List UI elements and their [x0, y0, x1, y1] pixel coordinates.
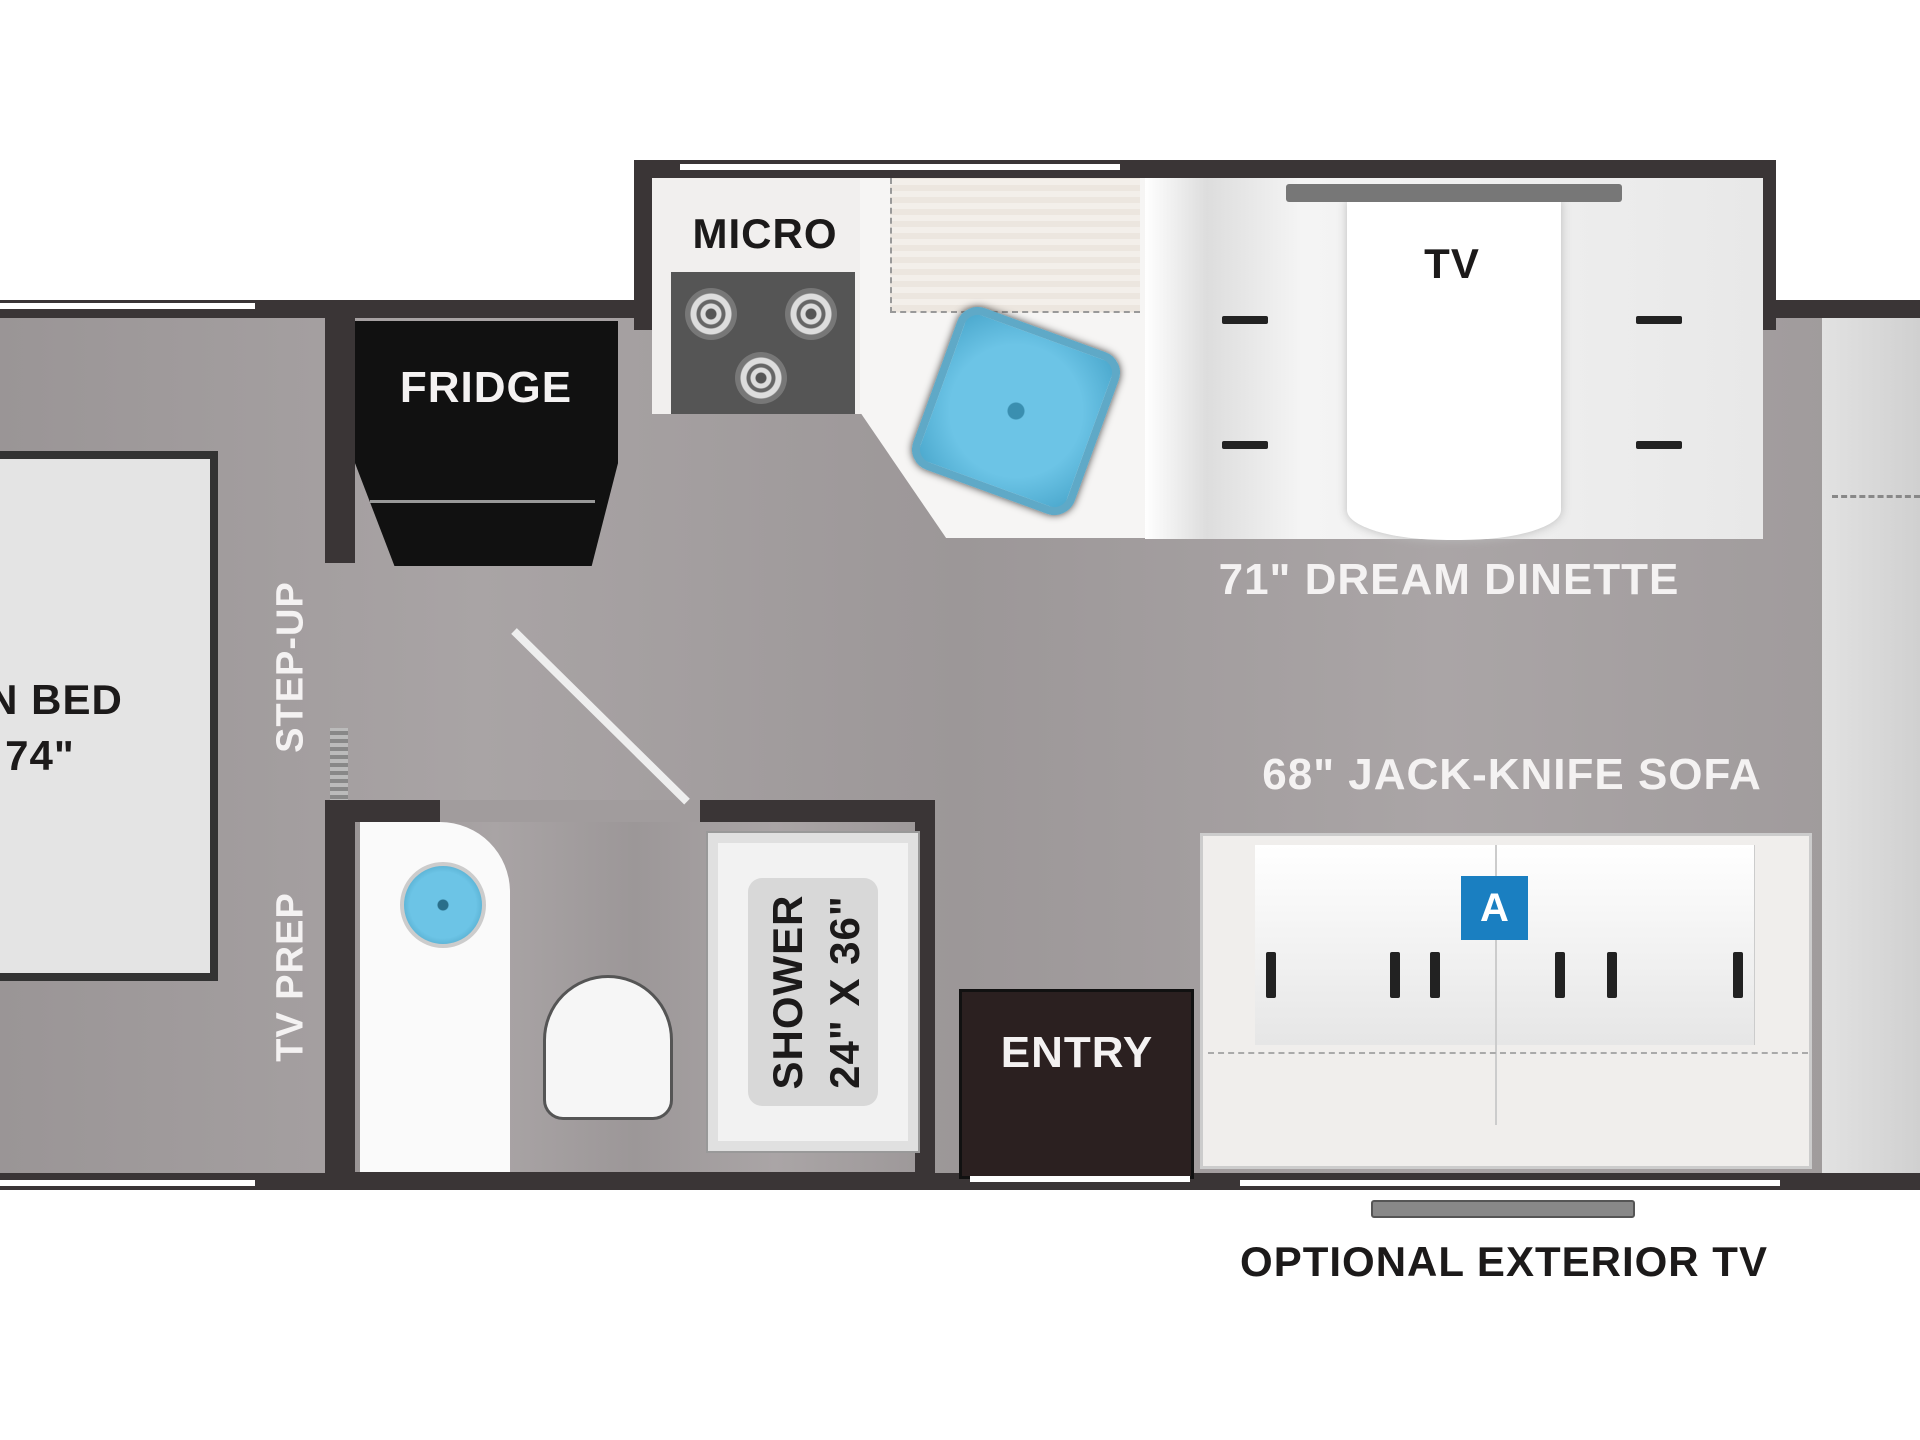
bathroom-door-notch: [440, 800, 700, 822]
sofa-cushion: [1255, 845, 1755, 1045]
sofa-label: 68" JACK-KNIFE SOFA: [1262, 750, 1762, 799]
dinette-table: [1347, 200, 1561, 540]
bottom-window-right: [1240, 1180, 1780, 1186]
bottom-window-left: [0, 1180, 255, 1186]
stove: [671, 272, 855, 414]
bedroom-divider-upper: [325, 318, 355, 563]
top-window-left: [0, 303, 255, 309]
fridge-door-line: [370, 500, 595, 503]
step-up: [330, 728, 348, 823]
sofa-badge-label: A: [1480, 885, 1509, 930]
bathroom-sink: [400, 862, 486, 948]
tv-bar: [1286, 184, 1622, 202]
tv-prep-label: TV PREP: [269, 892, 312, 1062]
sofa-fold-line: [1208, 1052, 1808, 1054]
step-up-label: STEP-UP: [269, 581, 312, 753]
entry-step[interactable]: [959, 989, 1194, 1179]
fridge: [355, 321, 618, 566]
sofa-divider: [1495, 845, 1497, 1125]
dinette-label: 71" DREAM DINETTE: [1218, 555, 1680, 604]
fridge-label: FRIDGE: [399, 363, 573, 412]
toilet: [543, 975, 673, 1120]
shower-pan: [748, 878, 878, 1106]
slide-out-window-top: [680, 164, 1120, 170]
bed: [0, 451, 218, 981]
entry-window: [970, 1176, 1190, 1182]
shower-size-label: 24" X 36": [821, 895, 868, 1089]
entry-label: ENTRY: [1000, 1028, 1154, 1077]
sofa-badge[interactable]: A: [1461, 876, 1528, 940]
cab-seat-line: [1832, 495, 1920, 498]
exterior-tv-bar: [1371, 1200, 1635, 1218]
bed-size-label: 74": [5, 732, 75, 779]
bed-label: N BED: [0, 676, 123, 723]
counter-shelf: [890, 178, 1140, 313]
tv-label: TV: [1424, 240, 1480, 287]
micro-label: MICRO: [692, 210, 838, 257]
exterior-tv-label: OPTIONAL EXTERIOR TV: [1240, 1238, 1768, 1285]
shower-label: SHOWER: [764, 894, 811, 1090]
cab-area: [1822, 318, 1920, 1173]
